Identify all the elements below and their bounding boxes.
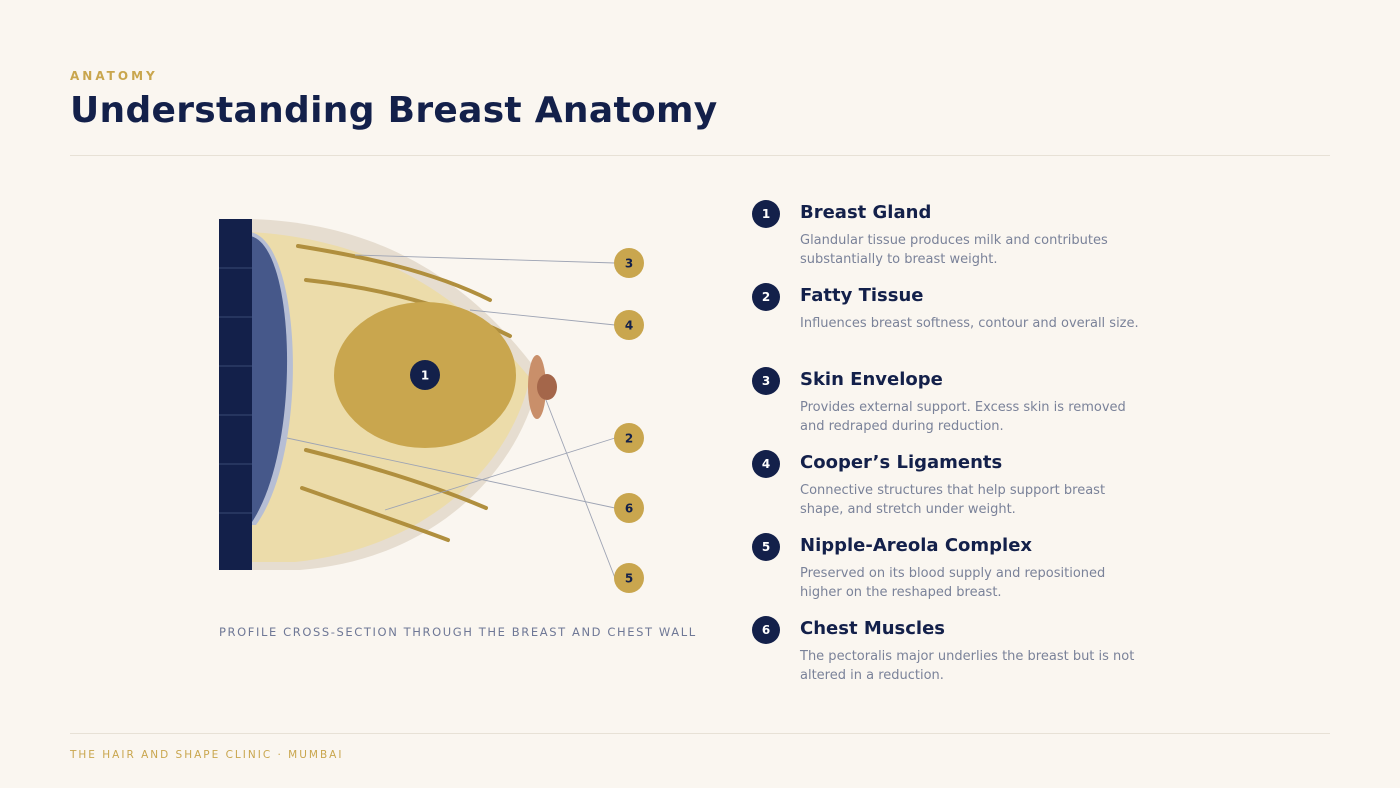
number-badge: 5 xyxy=(752,533,780,562)
number-badge: 1 xyxy=(752,200,780,228)
number-badge: 6 xyxy=(752,616,780,645)
footer-divider xyxy=(70,733,1330,734)
ligament-line xyxy=(296,244,492,302)
legend-item-title: Chest Muscles xyxy=(800,618,946,640)
footer-text: THE HAIR AND SHAPE CLINIC · MUMBAI xyxy=(70,749,344,761)
label-2: 2 xyxy=(614,423,644,453)
label-1: 1 xyxy=(410,360,440,390)
svg-text:2: 2 xyxy=(625,432,633,446)
anatomy-legend: 1 Breast Gland Glandular tissue produces… xyxy=(752,200,1172,700)
legend-item-chest-muscles: 6 Chest Muscles The pectoralis major und… xyxy=(752,616,1172,699)
legend-item-description: Connective structures that help support … xyxy=(800,482,1106,517)
legend-item-title: Cooper’s Ligaments xyxy=(800,451,1003,473)
legend-item-fatty-tissue: 2 Fatty Tissue Influences breast softnes… xyxy=(752,283,1172,366)
legend-item-breast-gland: 1 Breast Gland Glandular tissue produces… xyxy=(752,200,1172,283)
label-3: 3 xyxy=(614,248,644,278)
number-badge: 4 xyxy=(752,449,780,478)
ligament-line xyxy=(300,486,450,542)
rib-dividers xyxy=(219,267,252,514)
diagram-caption: PROFILE CROSS-SECTION THROUGH THE BREAST… xyxy=(219,625,697,639)
page-title: Understanding Breast Anatomy xyxy=(70,90,718,131)
legend-item-title: Fatty Tissue xyxy=(800,285,924,307)
label-4: 4 xyxy=(614,310,644,340)
number-badge: 2 xyxy=(752,283,780,312)
label-5: 5 xyxy=(614,563,644,593)
leader-lines xyxy=(286,254,616,579)
legend-item-description: Preserved on its blood supply and reposi… xyxy=(800,566,1106,601)
nipple xyxy=(537,374,557,400)
legend-item-title: Breast Gland xyxy=(800,202,932,223)
svg-text:3: 3 xyxy=(625,257,633,271)
label-6: 6 xyxy=(614,493,644,523)
svg-text:4: 4 xyxy=(625,319,633,333)
chest-muscle xyxy=(250,236,288,522)
svg-text:6: 6 xyxy=(625,502,633,516)
legend-item-description: Influences breast softness, contour and … xyxy=(800,316,1139,332)
legend-item-description: Glandular tissue produces milk and contr… xyxy=(800,233,1108,267)
anatomy-diagram: 1 3 4 2 6 5 xyxy=(219,219,644,593)
legend-item-description: Provides external support. Excess skin i… xyxy=(800,399,1126,434)
legend-item-description: The pectoralis major underlies the breas… xyxy=(800,649,1135,684)
header-divider xyxy=(70,155,1330,156)
svg-text:5: 5 xyxy=(625,572,633,586)
legend-item-skin-envelope: 3 Skin Envelope Provides external suppor… xyxy=(752,366,1172,450)
section-eyebrow: ANATOMY xyxy=(70,69,158,83)
number-badge: 3 xyxy=(752,366,780,395)
svg-text:1: 1 xyxy=(421,369,429,383)
legend-item-title: Skin Envelope xyxy=(800,368,943,390)
legend-item-title: Nipple-Areola Complex xyxy=(800,535,1033,557)
ligament-line xyxy=(304,448,488,510)
legend-item-nipple-areola-complex: 5 Nipple-Areola Complex Preserved on its… xyxy=(752,533,1172,616)
chest-wall xyxy=(219,219,252,570)
legend-item-coopers-ligaments: 4 Cooper’s Ligaments Connective structur… xyxy=(752,449,1172,533)
